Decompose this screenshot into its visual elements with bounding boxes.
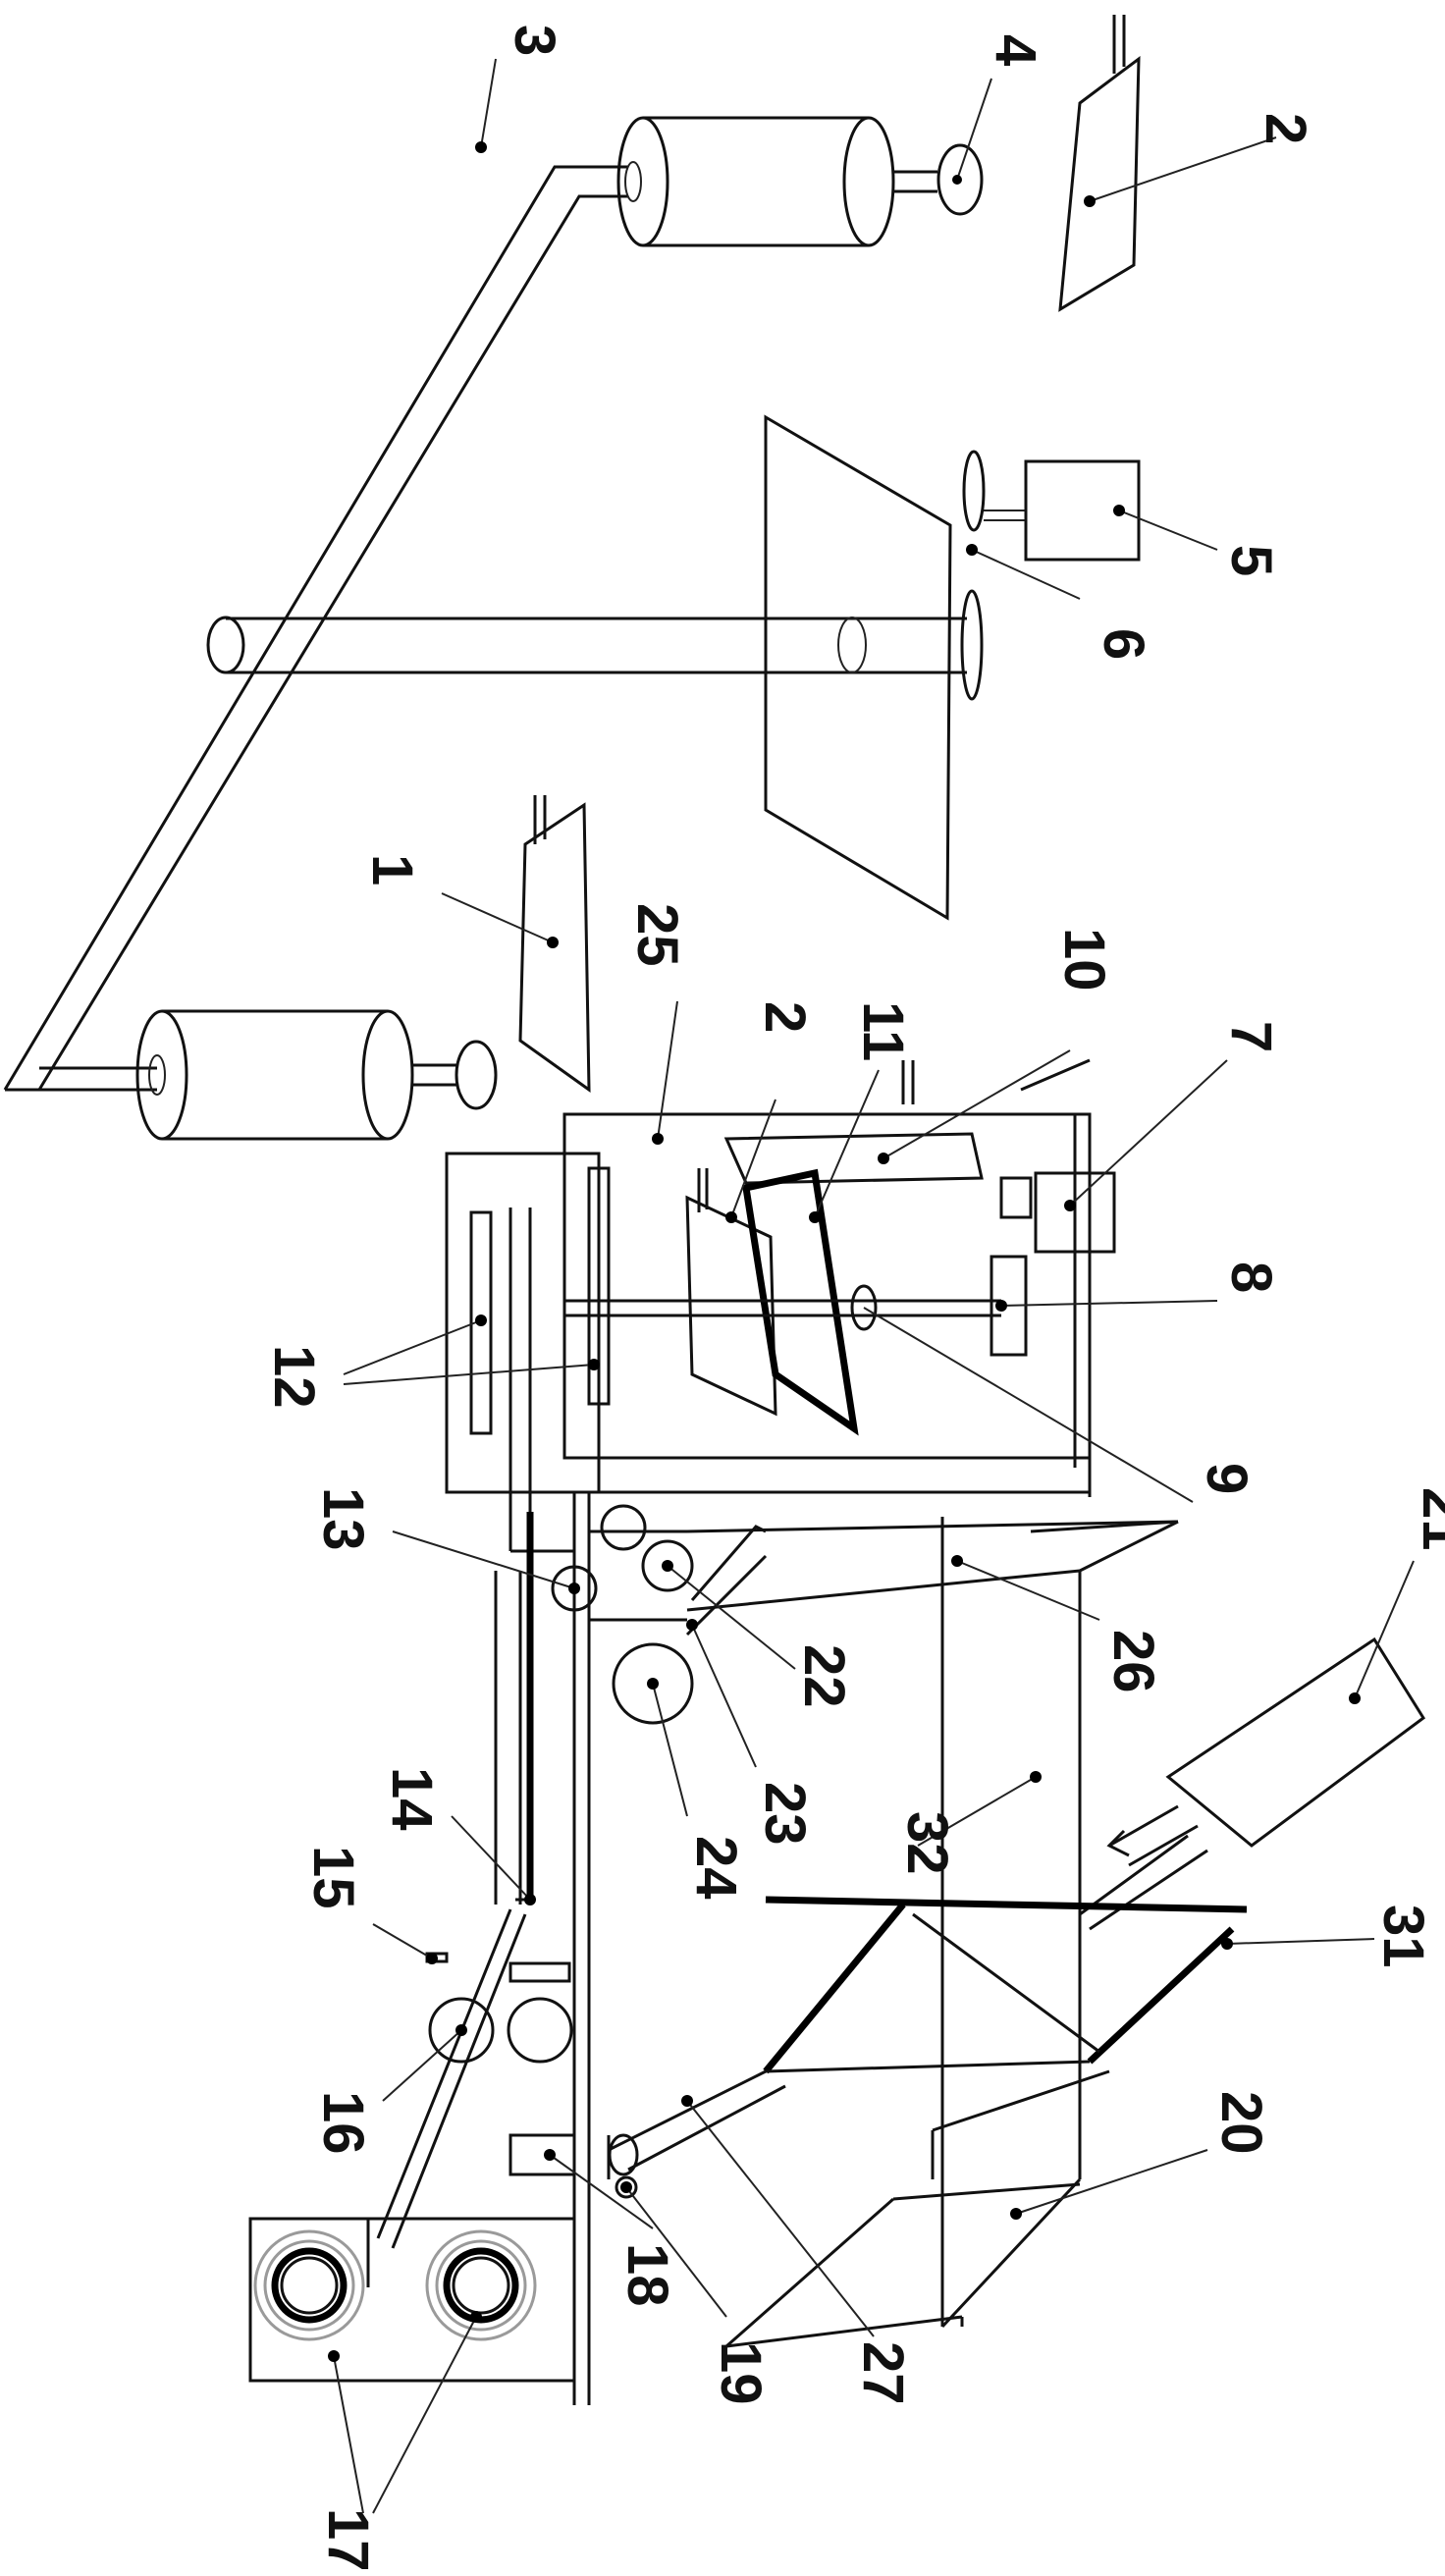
- label-6: 6: [1092, 628, 1155, 660]
- label-15: 15: [301, 1846, 365, 1909]
- frame-31: [766, 1900, 1247, 2130]
- label-31: 31: [1371, 1905, 1435, 1968]
- label-3: 3: [503, 25, 566, 56]
- plate-2-top: [1060, 15, 1139, 309]
- rolls-16: [427, 1954, 571, 2062]
- cylinder-3: [618, 118, 982, 245]
- label-23: 23: [753, 1782, 817, 1846]
- chute-23: [687, 1527, 766, 1635]
- label-26: 26: [1101, 1630, 1165, 1693]
- label-21: 21: [1411, 1487, 1445, 1551]
- label-18: 18: [615, 2243, 679, 2307]
- label-7: 7: [1219, 1021, 1283, 1052]
- label-22: 22: [792, 1644, 856, 1708]
- label-4: 4: [984, 34, 1047, 66]
- label-16: 16: [311, 2091, 375, 2155]
- label-13: 13: [311, 1487, 375, 1551]
- label-12: 12: [262, 1345, 326, 1409]
- label-9: 9: [1195, 1463, 1258, 1494]
- large-tray: [208, 417, 1139, 918]
- label-14: 14: [380, 1767, 444, 1831]
- label-17: 17: [316, 2508, 380, 2572]
- label-19: 19: [709, 2341, 773, 2405]
- label-27: 27: [851, 2341, 915, 2405]
- label-25: 25: [625, 903, 689, 967]
- label-11: 11: [851, 1001, 915, 1061]
- label-10: 10: [1052, 928, 1116, 992]
- label-24: 24: [684, 1836, 748, 1900]
- cabinet-25: [447, 1060, 1090, 1497]
- label-5: 5: [1219, 545, 1283, 576]
- cylinder-left: [137, 1011, 496, 1139]
- conveyor-belt: [496, 1208, 692, 2405]
- label-2-top: 2: [1254, 113, 1317, 144]
- label-32: 32: [895, 1811, 959, 1875]
- connecting-pipe: [5, 167, 628, 1090]
- label-2-inner: 2: [753, 1001, 817, 1033]
- label-1: 1: [360, 854, 424, 886]
- label-8: 8: [1219, 1261, 1283, 1293]
- label-20: 20: [1209, 2091, 1273, 2155]
